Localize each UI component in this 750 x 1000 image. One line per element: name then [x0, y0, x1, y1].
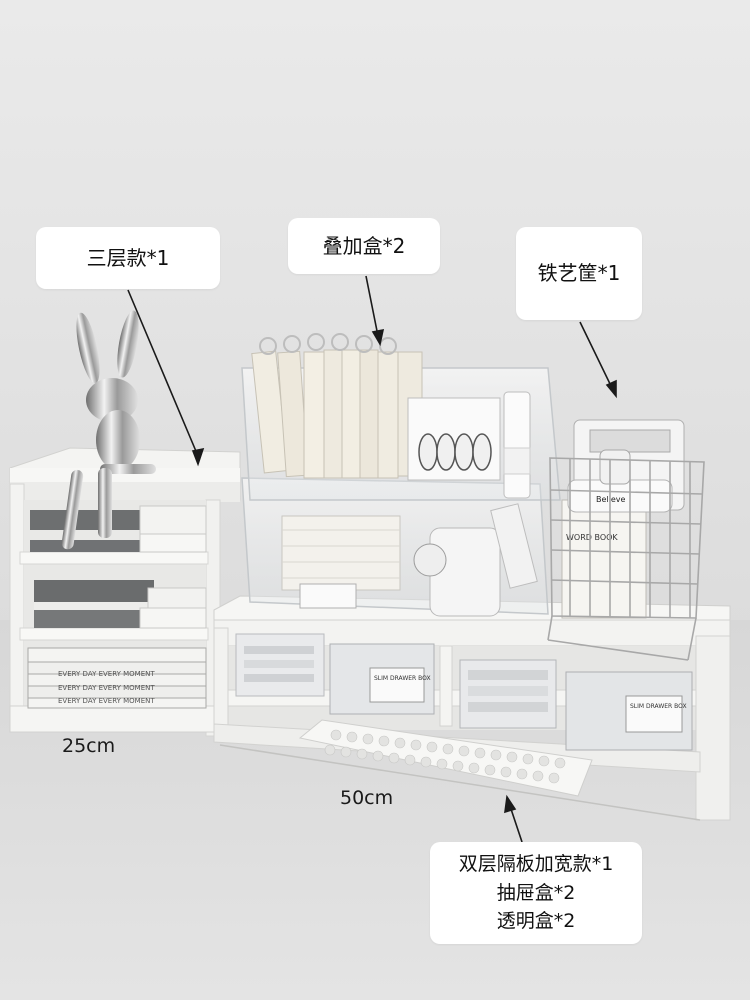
drawer-box: SLIM DRAWER BOX [565, 671, 693, 751]
callout-arrows [127, 275, 617, 843]
callout-iron-basket: 铁艺筐*1 [516, 227, 642, 320]
book-spine-text: EVERY DAY EVERY MOMENT [58, 670, 155, 678]
callout-double-tier-line-3: 透明盒*2 [496, 910, 576, 933]
stacked-acrylic-boxes [241, 333, 561, 617]
drawer-label: SLIM DRAWER BOX [374, 675, 431, 682]
rabbit-figurine [61, 310, 156, 550]
callout-double-tier-line-2: 抽屉盒*2 [496, 881, 576, 904]
callout-double-tier-line-1: 双层隔板加宽款*1 [458, 853, 614, 876]
callout-three-tier: 三层款*1 [36, 227, 220, 289]
drawer-box [235, 633, 325, 697]
iron-basket: WORD BOOK Believe [547, 419, 705, 661]
callout-iron-basket-text: 铁艺筐*1 [537, 261, 621, 285]
dimension-left: 25cm [62, 735, 116, 757]
drawer-box: SLIM DRAWER BOX [329, 643, 435, 715]
three-tier-shelf: EVERY DAY EVERY MOMENT EVERY DAY EVERY M… [9, 447, 241, 737]
notebook-text: WORD BOOK [566, 533, 618, 542]
dimension-right: 50cm [340, 787, 394, 809]
book-stack-every-day: EVERY DAY EVERY MOMENT EVERY DAY EVERY M… [27, 647, 207, 709]
drawer-box [459, 659, 557, 729]
callout-stack-box-text: 叠加盒*2 [322, 233, 406, 258]
callout-three-tier-text: 三层款*1 [86, 245, 170, 270]
callout-stack-box: 叠加盒*2 [288, 218, 440, 274]
keyboard [298, 719, 593, 797]
book-spine-text: EVERY DAY EVERY MOMENT [58, 697, 155, 705]
drawer-label: SLIM DRAWER BOX [630, 703, 687, 710]
callout-double-tier: 双层隔板加宽款*1 抽屉盒*2 透明盒*2 [430, 842, 642, 944]
book-spine-text: EVERY DAY EVERY MOMENT [58, 684, 155, 692]
